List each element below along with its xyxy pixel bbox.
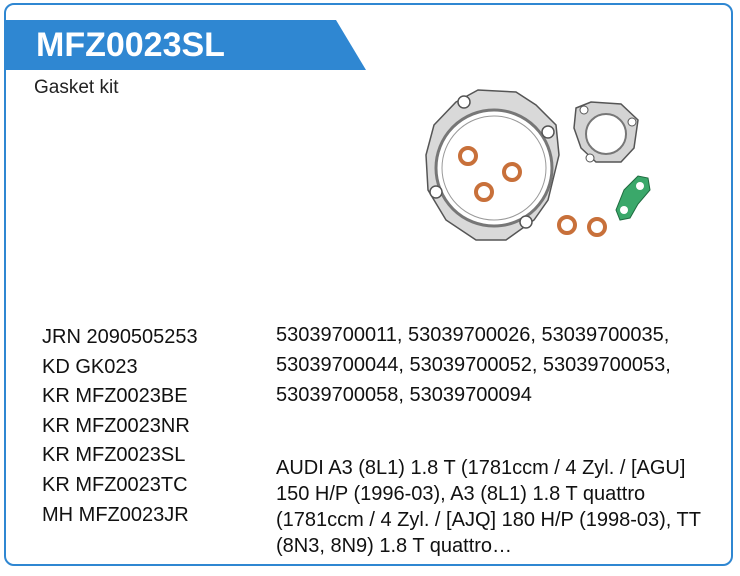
cross-reference-item: KD GK023	[42, 355, 138, 378]
product-code-title: MFZ0023SL	[36, 26, 225, 64]
small-flange-gasket	[573, 101, 639, 163]
cross-reference-item: KR MFZ0023SL	[42, 444, 186, 467]
cross-reference-item: JRN 2090505253	[42, 326, 198, 348]
cross-reference-item: KR MFZ0023NR	[42, 414, 190, 437]
cross-reference-item: KR MFZ0023BE	[42, 385, 188, 408]
product-card: MFZ0023SL Gasket kit	[4, 3, 733, 566]
cross-reference-list: JRN 2090505253 KD GK023 KR MFZ0023BE KR …	[42, 323, 198, 530]
large-flange-gasket	[425, 89, 560, 241]
oem-turbo-numbers: 53039700011, 53039700026, 53039700035, 5…	[276, 324, 671, 406]
cross-reference-item: MH MFZ0023JR	[42, 503, 189, 526]
gasket-kit-image	[425, 89, 651, 241]
title-banner	[6, 20, 366, 70]
cross-reference-item: KR MFZ0023TC	[42, 473, 188, 496]
copper-sealing-rings	[458, 146, 607, 237]
vehicle-applications: AUDI A3 (8L1) 1.8 T (1781ccm / 4 Zyl. / …	[276, 457, 701, 557]
green-oil-gasket	[615, 175, 651, 221]
product-subtitle: Gasket kit	[34, 77, 119, 98]
